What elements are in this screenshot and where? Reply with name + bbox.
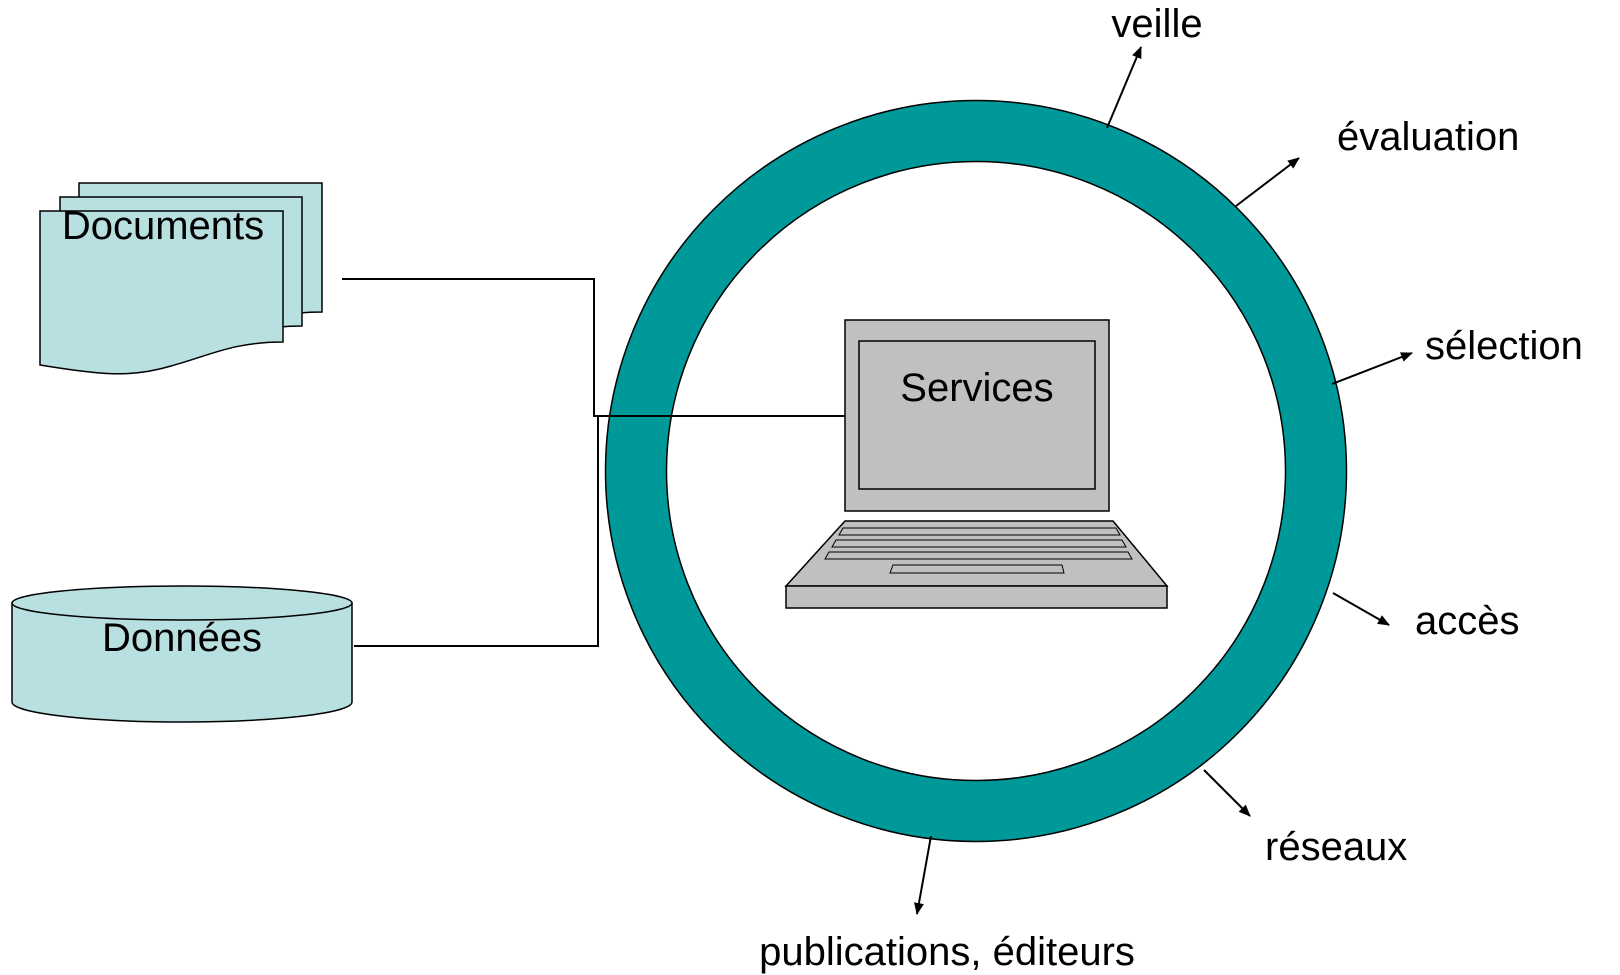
documents-label: Documents <box>62 204 264 248</box>
donnees-label: Données <box>102 616 262 660</box>
laptop-icon <box>784 319 1169 609</box>
acces-arrow <box>1332 592 1390 626</box>
selection-label: sélection <box>1425 324 1583 368</box>
database-cylinder-icon <box>11 585 353 723</box>
reseaux-label: réseaux <box>1265 825 1407 869</box>
acces-label: accès <box>1415 599 1520 643</box>
evaluation-label: évaluation <box>1337 115 1519 159</box>
veille-label: veille <box>1111 2 1202 46</box>
connector-lines <box>342 278 845 647</box>
reseaux-arrow <box>1203 769 1251 817</box>
publications-arrow <box>914 835 932 915</box>
donnees-connector <box>354 416 599 647</box>
selection-arrow <box>1331 352 1413 385</box>
veille-arrow <box>1106 46 1142 129</box>
documents-connector <box>342 278 845 417</box>
services-label: Services <box>900 366 1053 410</box>
publications-label: publications, éditeurs <box>759 930 1135 974</box>
ring-arrows <box>914 46 1413 915</box>
evaluation-arrow <box>1235 157 1300 207</box>
documents-icon <box>39 182 323 375</box>
